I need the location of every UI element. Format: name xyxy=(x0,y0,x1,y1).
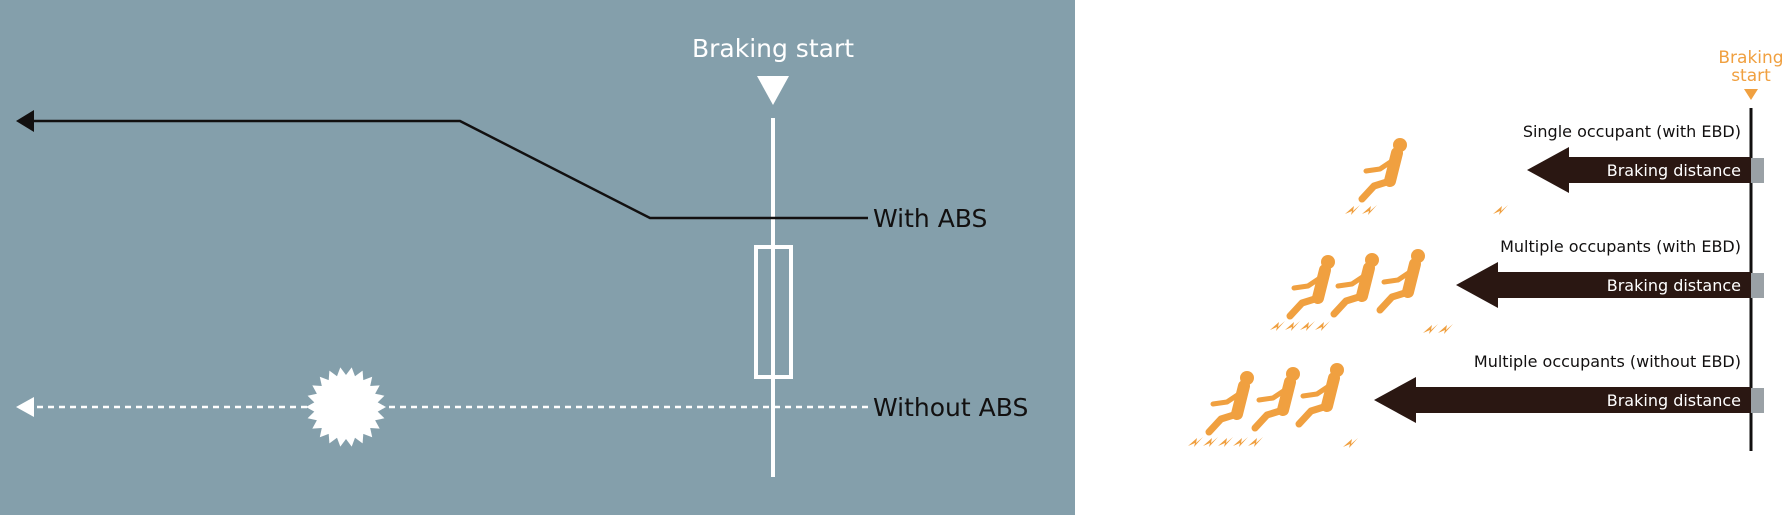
arrow-stub xyxy=(1751,273,1764,298)
ebd-braking-start-marker-icon xyxy=(1744,89,1758,100)
skid-spark-icon xyxy=(1270,321,1285,331)
ebd-row: Multiple occupants (with EBD) Braking dis… xyxy=(1270,237,1764,334)
abs-comparison-panel: Braking start With ABS Without ABS xyxy=(0,0,1075,515)
ebd-braking-start-label-2: start xyxy=(1731,66,1771,86)
skid-spark-icon xyxy=(1203,437,1218,447)
arrow-stub xyxy=(1751,388,1764,413)
skid-spark-icon xyxy=(1285,321,1300,331)
abs-comparison-diagram: Braking start With ABS Without ABS xyxy=(16,34,1028,477)
skid-spark-icon xyxy=(1218,437,1233,447)
ebd-row: Single occupant (with EBD) Braking distan… xyxy=(1345,122,1764,215)
braking-distance-arrow xyxy=(1374,377,1751,423)
seated-occupant-icon xyxy=(1376,249,1425,314)
with-abs-label: With ABS xyxy=(873,204,987,233)
skid-spark-icon xyxy=(1315,321,1330,331)
braking-start-marker-icon xyxy=(757,76,789,105)
impact-burst-icon xyxy=(306,367,386,447)
with-abs-path xyxy=(32,119,868,220)
braking-start-label: Braking start xyxy=(692,34,854,63)
ebd-row-title: Multiple occupants (without EBD) xyxy=(1474,352,1741,371)
skid-spark-icon xyxy=(1248,437,1263,447)
seated-occupant-icon xyxy=(1295,363,1344,428)
skid-spark-icon xyxy=(1493,205,1508,215)
seated-occupant-icon xyxy=(1251,367,1300,432)
brake-indicator-box xyxy=(754,245,793,379)
braking-distance-label: Braking distance xyxy=(1607,391,1741,410)
without-abs-arrowhead-icon xyxy=(16,397,34,417)
with-abs-arrowhead-icon xyxy=(16,110,34,132)
skid-spark-icon xyxy=(1362,205,1377,215)
skid-spark-icon xyxy=(1343,438,1358,448)
skid-spark-icon xyxy=(1188,437,1203,447)
ebd-row-title: Multiple occupants (with EBD) xyxy=(1500,237,1741,256)
skid-spark-icon xyxy=(1300,321,1315,331)
braking-distance-label: Braking distance xyxy=(1607,276,1741,295)
seated-occupant-icon xyxy=(1358,138,1407,203)
skid-spark-icon xyxy=(1345,205,1360,215)
braking-distance-arrow xyxy=(1456,262,1751,308)
braking-distance-arrow xyxy=(1527,147,1751,193)
ebd-row: Multiple occupants (without EBD) Braking … xyxy=(1188,352,1764,448)
skid-spark-icon xyxy=(1423,324,1438,334)
skid-spark-icon xyxy=(1233,437,1248,447)
braking-distance-label: Braking distance xyxy=(1607,161,1741,180)
ebd-braking-start-label: Braking xyxy=(1718,48,1783,68)
seated-occupant-icon xyxy=(1286,255,1335,320)
arrow-stub xyxy=(1751,158,1764,183)
seated-occupant-icon xyxy=(1330,253,1379,318)
without-abs-label: Without ABS xyxy=(873,393,1028,422)
seated-occupant-icon xyxy=(1205,371,1254,436)
skid-spark-icon xyxy=(1438,324,1453,334)
ebd-row-title: Single occupant (with EBD) xyxy=(1523,122,1741,141)
